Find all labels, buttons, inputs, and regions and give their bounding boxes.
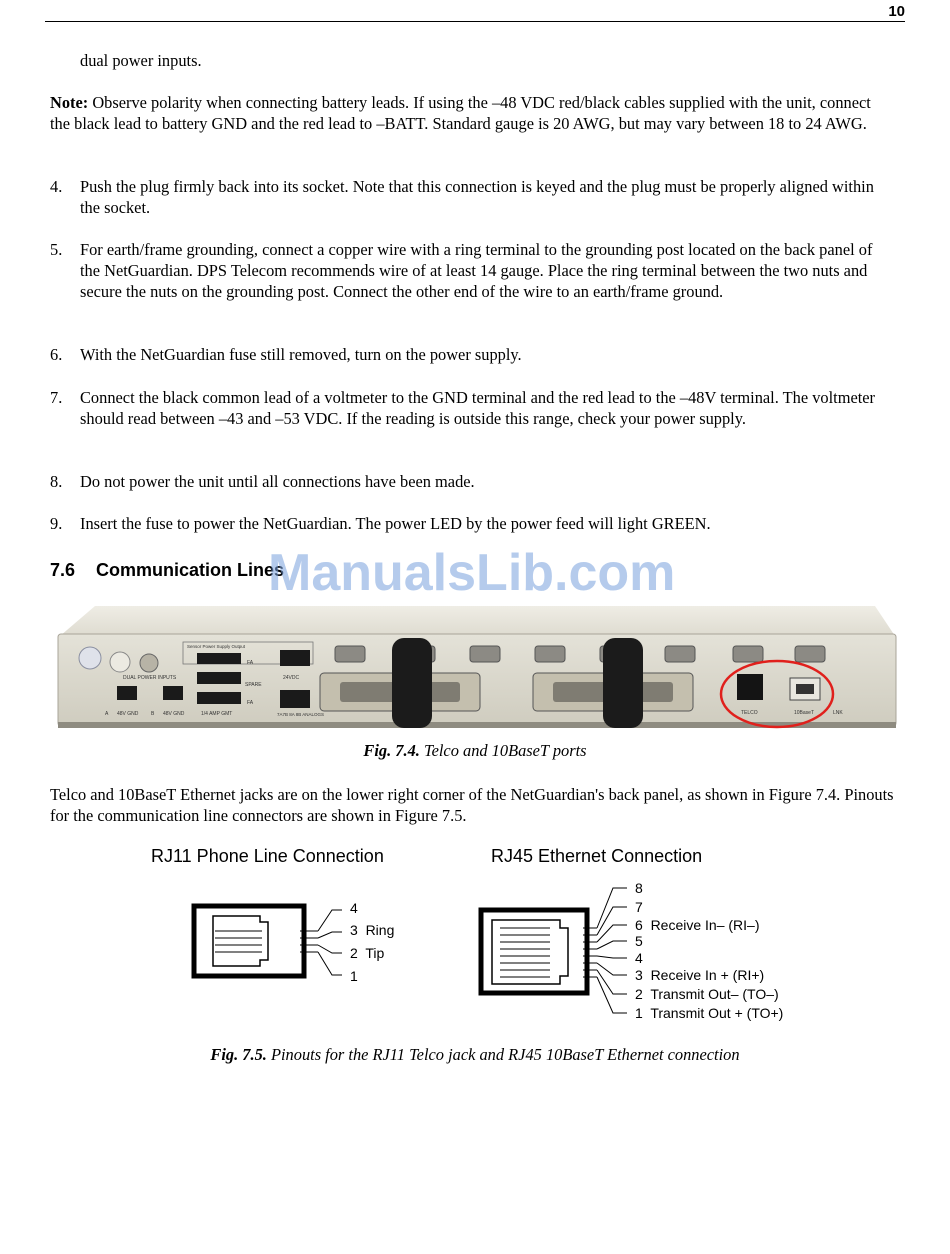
step-number: 4.	[50, 177, 63, 196]
power-plug-a	[117, 686, 137, 700]
rj11-pin-label: 4	[350, 900, 358, 916]
rj45-pin-label: 3 Receive In + (RI+)	[635, 967, 764, 983]
label-dual-power: DUAL POWER INPUTS	[123, 675, 177, 681]
rj45-pin-label: 4	[635, 950, 643, 966]
label-24vdc: 24VDC	[283, 675, 300, 681]
page-number: 10	[888, 3, 905, 20]
label-spare: SPARE	[245, 682, 262, 688]
step-text: Do not power the unit until all connecti…	[80, 472, 475, 491]
rj45-pin-label: 5	[635, 933, 643, 949]
chassis-top	[60, 606, 895, 636]
dps-logo	[78, 646, 102, 670]
label-fa-2: FA	[247, 700, 254, 706]
fig75-label: Fig. 7.5.	[210, 1045, 267, 1064]
step-number: 7.	[50, 388, 63, 407]
step-text: Push the plug firmly back into its socke…	[80, 177, 874, 217]
label-telco: TELCO	[741, 710, 758, 716]
rj11-pin-label: 1	[350, 968, 358, 984]
rj11-pin-label: 3 Ring	[350, 922, 394, 938]
logo-badge	[109, 651, 131, 673]
step-number: 6.	[50, 345, 63, 364]
section-number: 7.6	[50, 560, 76, 580]
rj45-title: RJ45 Ethernet Connection	[491, 846, 702, 866]
fuse-holder-1	[197, 653, 241, 664]
fuse-holder-gmt	[197, 692, 241, 704]
rj45-pin-label: 6 Receive In– (RI–)	[635, 917, 760, 933]
back-panel-photo: DUAL POWER INPUTS A 48V GND B 48V GND Se…	[57, 606, 897, 729]
rj45-pin-label: 8	[635, 880, 643, 896]
label-a: A	[105, 711, 109, 717]
grounding-post-icon	[139, 653, 159, 673]
rj45-pin-label: 1 Transmit Out + (TO+)	[635, 1005, 783, 1021]
fig74-text: Telco and 10BaseT ports	[419, 741, 587, 760]
rj45-jack	[478, 887, 627, 1014]
label-10baset: 10BaseT	[794, 710, 814, 716]
label-gnd-a: 48V GND	[117, 711, 139, 717]
pinout-diagram: RJ11 Phone Line Connection RJ45 Ethernet…	[151, 846, 783, 1021]
figure-7-4-caption: Fig. 7.4. Telco and 10BaseT ports	[0, 741, 950, 761]
sensor-output-box	[182, 641, 314, 665]
note-paragraph: Note: Observe polarity when connecting b…	[50, 92, 894, 134]
step-text: Connect the black common lead of a voltm…	[80, 388, 876, 428]
label-fa-1: FA	[247, 660, 254, 666]
note-text: Observe polarity when connecting battery…	[50, 93, 871, 133]
intro-line: dual power inputs.	[80, 51, 202, 70]
rj45-pin-label: 7	[635, 899, 643, 915]
section-heading: 7.6 Communication Lines	[50, 560, 284, 581]
fig75-text: Pinouts for the RJ11 Telco jack and RJ45…	[266, 1045, 740, 1064]
rj11-jack	[191, 903, 342, 979]
power-plug-b	[163, 686, 183, 700]
label-b: B	[151, 711, 155, 717]
highlight-circle	[719, 659, 835, 729]
rj11-pin-label: 2 Tip	[350, 945, 384, 961]
ethernet-jack-opening	[796, 684, 814, 694]
step-number: 8.	[50, 472, 63, 491]
fig74-label: Fig. 7.4.	[363, 741, 420, 760]
label-sensor: Sensor Power Supply Output	[187, 644, 246, 649]
label-analogs: 7A7B 8A 8B ANALOGS	[277, 712, 324, 717]
rj11-title: RJ11 Phone Line Connection	[151, 846, 384, 866]
rj45-pin-labels: 8 7 6 Receive In– (RI–) 5 4 3 Receive In…	[635, 880, 783, 1021]
rj11-pin-labels: 4 3 Ring 2 Tip 1	[350, 900, 394, 984]
header-rule	[45, 21, 905, 22]
amphenol-connectors	[319, 638, 694, 728]
vdc-terminal	[280, 650, 310, 666]
body-paragraph: Telco and 10BaseT Ethernet jacks are on …	[50, 785, 894, 825]
step-text: Insert the fuse to power the NetGuardian…	[80, 514, 711, 533]
step-text: For earth/frame grounding, connect a cop…	[80, 240, 873, 301]
note-label: Note:	[50, 93, 89, 112]
label-lnk: LNK	[833, 710, 843, 716]
chassis-bottom	[58, 722, 896, 728]
step-text: With the NetGuardian fuse still removed,…	[80, 345, 522, 364]
figure-7-5-caption: Fig. 7.5. Pinouts for the RJ11 Telco jac…	[0, 1045, 950, 1065]
label-amp: 1/4 AMP GMT	[201, 711, 232, 717]
telco-jack	[737, 674, 763, 700]
rj45-pin-label: 2 Transmit Out– (TO–)	[635, 986, 779, 1002]
fuse-holder-spare	[197, 672, 241, 684]
watermark: ManualsLib.com	[268, 544, 676, 602]
step-number: 9.	[50, 514, 63, 533]
step-number: 5.	[50, 240, 63, 259]
label-gnd-b: 48V GND	[163, 711, 185, 717]
section-title: Communication Lines	[96, 560, 285, 580]
analog-terminal	[280, 690, 310, 708]
